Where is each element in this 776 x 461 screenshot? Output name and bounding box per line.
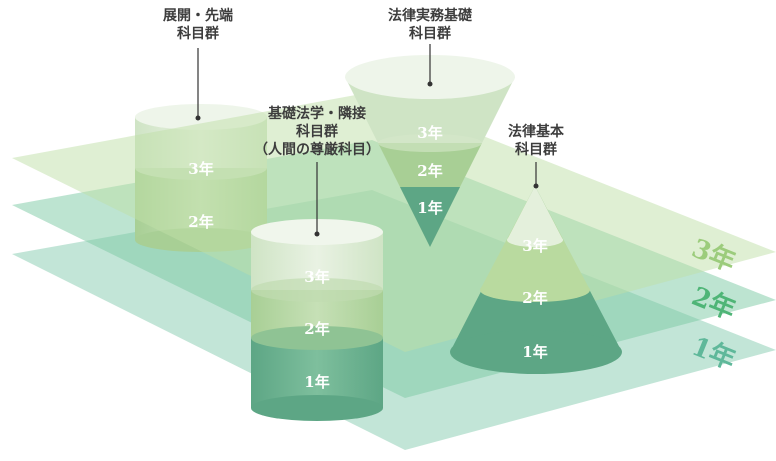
leader-dot (533, 183, 539, 189)
cone-kihon (450, 186, 622, 374)
kiso-year-2: 2年 (304, 320, 329, 338)
tenkai-year-2: 2年 (188, 213, 213, 231)
jitsumu-year-1: 1年 (417, 199, 442, 217)
kiso-year-1: 1年 (304, 373, 329, 391)
leader-lines (197, 44, 537, 234)
jitsumu-title-1: 法律実務基礎 (388, 7, 473, 24)
kihon-year-2: 2年 (522, 289, 547, 307)
kiso-title-2: 科目群 (296, 123, 338, 140)
jitsumu-year-3: 3年 (417, 124, 442, 142)
leader-dot (195, 115, 201, 121)
kihon-title-2: 科目群 (515, 141, 557, 158)
tenkai-title-2: 科目群 (177, 25, 219, 42)
kihon-year-1: 1年 (522, 343, 547, 361)
tenkai-year-3: 3年 (188, 160, 213, 178)
tenkai-title-1: 展開・先端 (163, 7, 233, 24)
kiso-year-3: 3年 (304, 268, 329, 286)
leader-dot (314, 231, 320, 237)
kihon-title-1: 法律基本 (508, 123, 565, 140)
kiso-title-1: 基礎法学・隣接 (268, 105, 366, 122)
jitsumu-year-2: 2年 (417, 162, 442, 180)
kiso-title-3: （人間の尊厳科目） (254, 141, 380, 158)
jitsumu-title-2: 科目群 (409, 25, 451, 42)
cylinder-kiso (251, 219, 383, 421)
kihon-year-3: 3年 (522, 237, 547, 255)
leader-dot (427, 81, 433, 87)
